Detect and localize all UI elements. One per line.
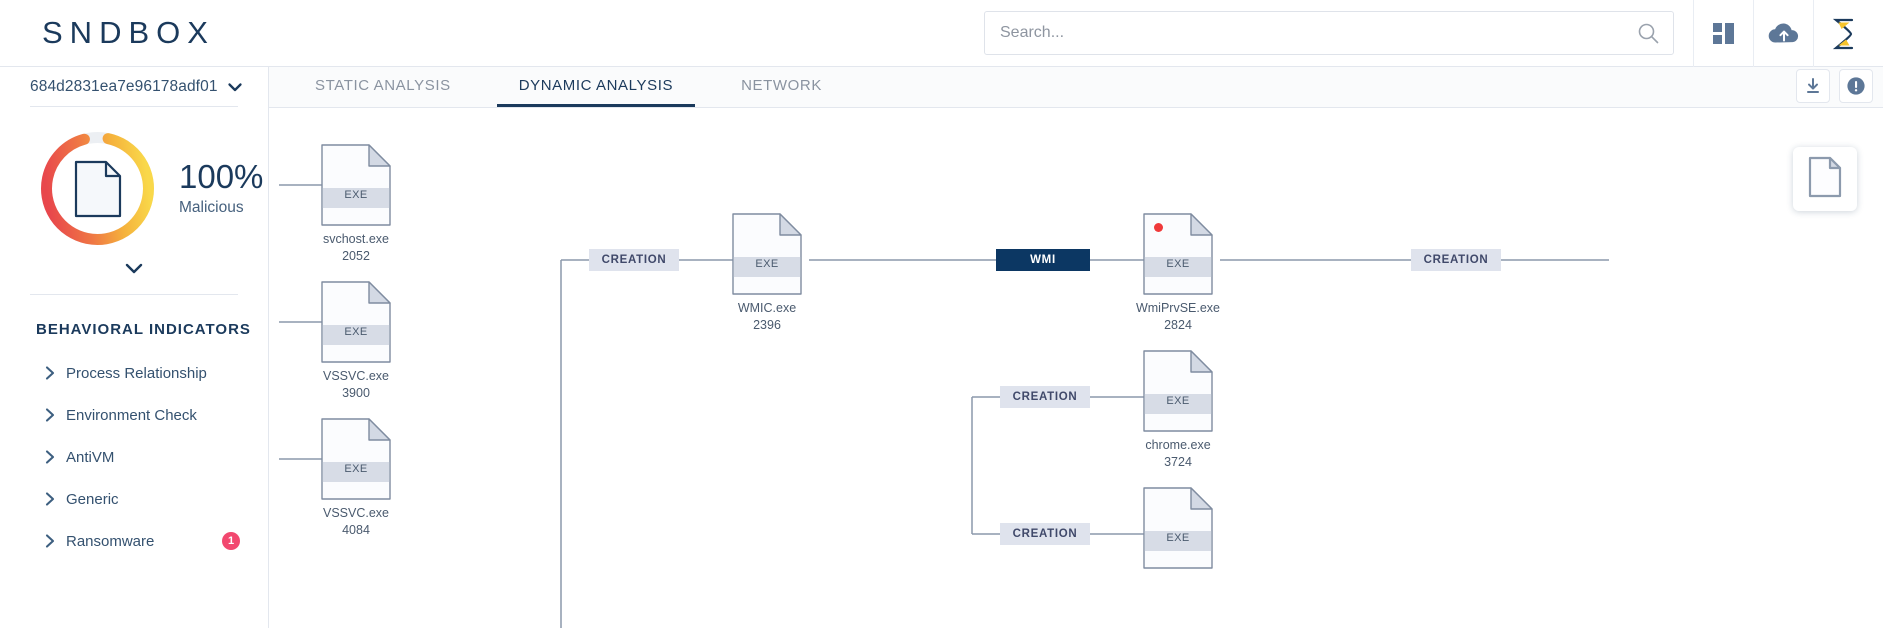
file-extension-label: EXE: [344, 463, 368, 475]
process-node[interactable]: EXE WmiPrvSE.exe 2824: [1128, 213, 1228, 332]
process-pid: 4084: [342, 523, 370, 537]
edge-label-wmi[interactable]: WMI: [996, 249, 1090, 271]
exe-file-icon: EXE: [1143, 350, 1213, 432]
chevron-right-icon[interactable]: [44, 365, 66, 381]
file-extension-label: EXE: [1166, 258, 1190, 270]
process-node[interactable]: EXE VSSVC.exe 4084: [306, 418, 406, 537]
chevron-down-icon[interactable]: [123, 261, 145, 280]
sample-hash-dropdown[interactable]: 684d2831ea7e96178adf01: [30, 67, 242, 107]
file-node-legend[interactable]: [1793, 147, 1857, 211]
download-icon[interactable]: [1796, 69, 1830, 103]
graph-edges: [279, 184, 1609, 628]
chevron-down-icon[interactable]: [227, 81, 243, 93]
behavioral-indicators-list: Process Relationship Environment Check A…: [0, 352, 268, 562]
tab-static-analysis[interactable]: STATIC ANALYSIS: [315, 76, 451, 94]
process-name: VSSVC.exe: [322, 369, 389, 383]
chevron-right-icon[interactable]: [44, 407, 66, 423]
cloud-upload-icon[interactable]: [1753, 0, 1813, 67]
chevron-right-icon[interactable]: [44, 533, 66, 549]
chevron-right-icon[interactable]: [44, 491, 66, 507]
verdict-percent: 100%: [179, 158, 264, 196]
exe-file-icon: EXE: [1143, 213, 1213, 295]
malicious-indicator-dot: [1154, 223, 1163, 232]
file-document-icon: [74, 160, 122, 218]
dashboard-grid-icon[interactable]: [1693, 0, 1753, 67]
sidebar-item-ransomware[interactable]: Ransomware 1: [0, 520, 268, 562]
sidebar-item-label: Process Relationship: [66, 364, 207, 382]
process-name: chrome.exe: [1145, 438, 1211, 452]
search-input[interactable]: [985, 13, 1605, 53]
process-node[interactable]: EXE VSSVC.exe 3900: [306, 281, 406, 400]
sidebar-item-generic[interactable]: Generic: [0, 478, 268, 520]
file-extension-label: EXE: [755, 258, 779, 270]
top-bar-actions: [1693, 0, 1883, 67]
process-pid: 3724: [1164, 455, 1192, 469]
sidebar-divider: [30, 294, 238, 295]
exe-file-icon: EXE: [321, 144, 391, 226]
file-extension-label: EXE: [344, 189, 368, 201]
top-bar: SNDBOX: [0, 0, 1883, 67]
file-document-icon: [1808, 156, 1842, 203]
main-panel: STATIC ANALYSIS DYNAMIC ANALYSIS NETWORK: [269, 67, 1883, 628]
sndbox-s-logo-icon[interactable]: [1813, 0, 1883, 67]
process-name: WmiPrvSE.exe: [1135, 301, 1221, 315]
verdict-collapse-toggle[interactable]: [0, 250, 268, 290]
process-node[interactable]: EXE WMIC.exe 2396: [717, 213, 817, 332]
behavioral-indicators-title: BEHAVIORAL INDICATORS: [36, 321, 251, 338]
malicious-score-gauge: [36, 127, 159, 250]
tab-dynamic-analysis[interactable]: DYNAMIC ANALYSIS: [496, 66, 696, 107]
edge-label-creation[interactable]: CREATION: [589, 249, 679, 271]
edge-label-creation[interactable]: CREATION: [1000, 386, 1090, 408]
file-extension-label: EXE: [1166, 395, 1190, 407]
verdict-label: Malicious: [179, 198, 244, 216]
process-name: svchost.exe: [322, 232, 389, 246]
process-name: VSSVC.exe: [322, 506, 389, 520]
analysis-tabs: STATIC ANALYSIS DYNAMIC ANALYSIS NETWORK: [269, 67, 1883, 108]
exe-file-icon: EXE: [321, 418, 391, 500]
tab-actions: [1796, 69, 1873, 103]
file-extension-label: EXE: [344, 326, 368, 338]
sidebar-item-label: AntiVM: [66, 448, 115, 466]
process-pid: 2396: [753, 318, 781, 332]
process-pid: 3900: [342, 386, 370, 400]
exe-file-icon: EXE: [321, 281, 391, 363]
process-pid: 2052: [342, 249, 370, 263]
search-icon[interactable]: [1637, 22, 1659, 49]
process-node[interactable]: EXE chrome.exe 3724: [1128, 350, 1228, 469]
tab-network[interactable]: NETWORK: [741, 76, 822, 94]
search-bar[interactable]: [984, 11, 1674, 55]
status-badge: 1: [222, 532, 240, 550]
sidebar-item-label: Ransomware: [66, 532, 155, 550]
sidebar-item-environment-check[interactable]: Environment Check: [0, 394, 268, 436]
sidebar-item-label: Generic: [66, 490, 119, 508]
process-node[interactable]: EXE svchost.exe 2052: [306, 144, 406, 263]
exe-file-icon: EXE: [732, 213, 802, 295]
process-node[interactable]: EXE: [1128, 487, 1228, 575]
edge-label-creation[interactable]: CREATION: [1000, 523, 1090, 545]
process-pid: 2824: [1164, 318, 1192, 332]
edge-label-creation[interactable]: CREATION: [1411, 249, 1501, 271]
info-icon[interactable]: [1839, 69, 1873, 103]
sidebar-item-antivm[interactable]: AntiVM: [0, 436, 268, 478]
sidebar: 684d2831ea7e96178adf01: [0, 67, 269, 628]
verdict-summary: 100% Malicious: [0, 127, 268, 250]
process-graph-canvas[interactable]: CREATION WMI CREATION CREATION CREATION …: [269, 108, 1883, 628]
sidebar-item-label: Environment Check: [66, 406, 197, 424]
chevron-right-icon[interactable]: [44, 449, 66, 465]
process-name: WMIC.exe: [737, 301, 797, 315]
sidebar-item-process-relationship[interactable]: Process Relationship: [0, 352, 268, 394]
file-extension-label: EXE: [1166, 532, 1190, 544]
app-logo[interactable]: SNDBOX: [42, 15, 215, 50]
sample-hash: 684d2831ea7e96178adf01: [30, 77, 218, 95]
exe-file-icon: EXE: [1143, 487, 1213, 569]
